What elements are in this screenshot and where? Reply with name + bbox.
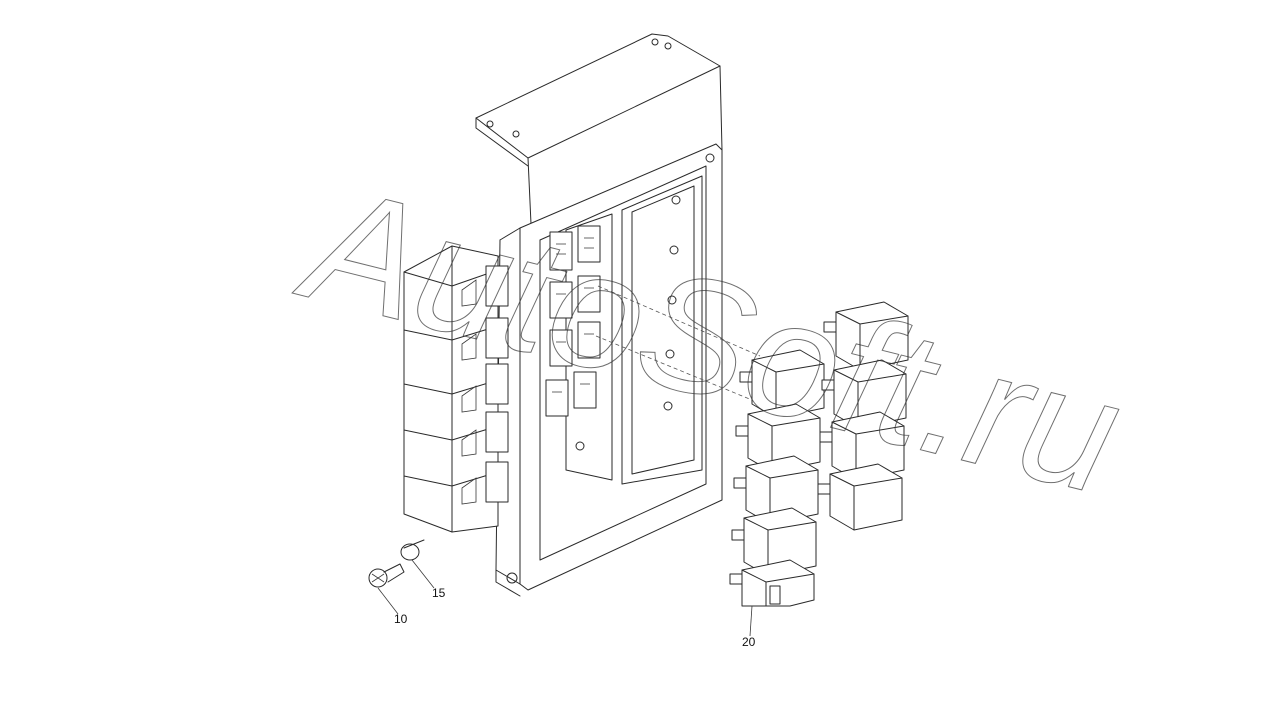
relay — [817, 463, 903, 531]
leader-15 — [411, 559, 435, 589]
relay — [821, 359, 907, 429]
leader-20 — [749, 605, 753, 637]
relay — [819, 411, 905, 481]
mounting-bracket — [475, 33, 723, 597]
washer-part — [400, 539, 425, 561]
plate-relay-sockets — [545, 225, 601, 417]
relay-column-right — [817, 301, 909, 531]
relay-socket-block — [403, 245, 509, 533]
leader-10 — [377, 587, 399, 615]
relay — [823, 301, 909, 371]
callout-15: 15 — [432, 586, 446, 600]
relay — [729, 559, 815, 607]
callout-10: 10 — [394, 612, 408, 626]
relay-column-left — [729, 349, 825, 607]
relay — [739, 349, 825, 419]
callout-20: 20 — [742, 635, 756, 649]
screw-part — [368, 563, 405, 588]
